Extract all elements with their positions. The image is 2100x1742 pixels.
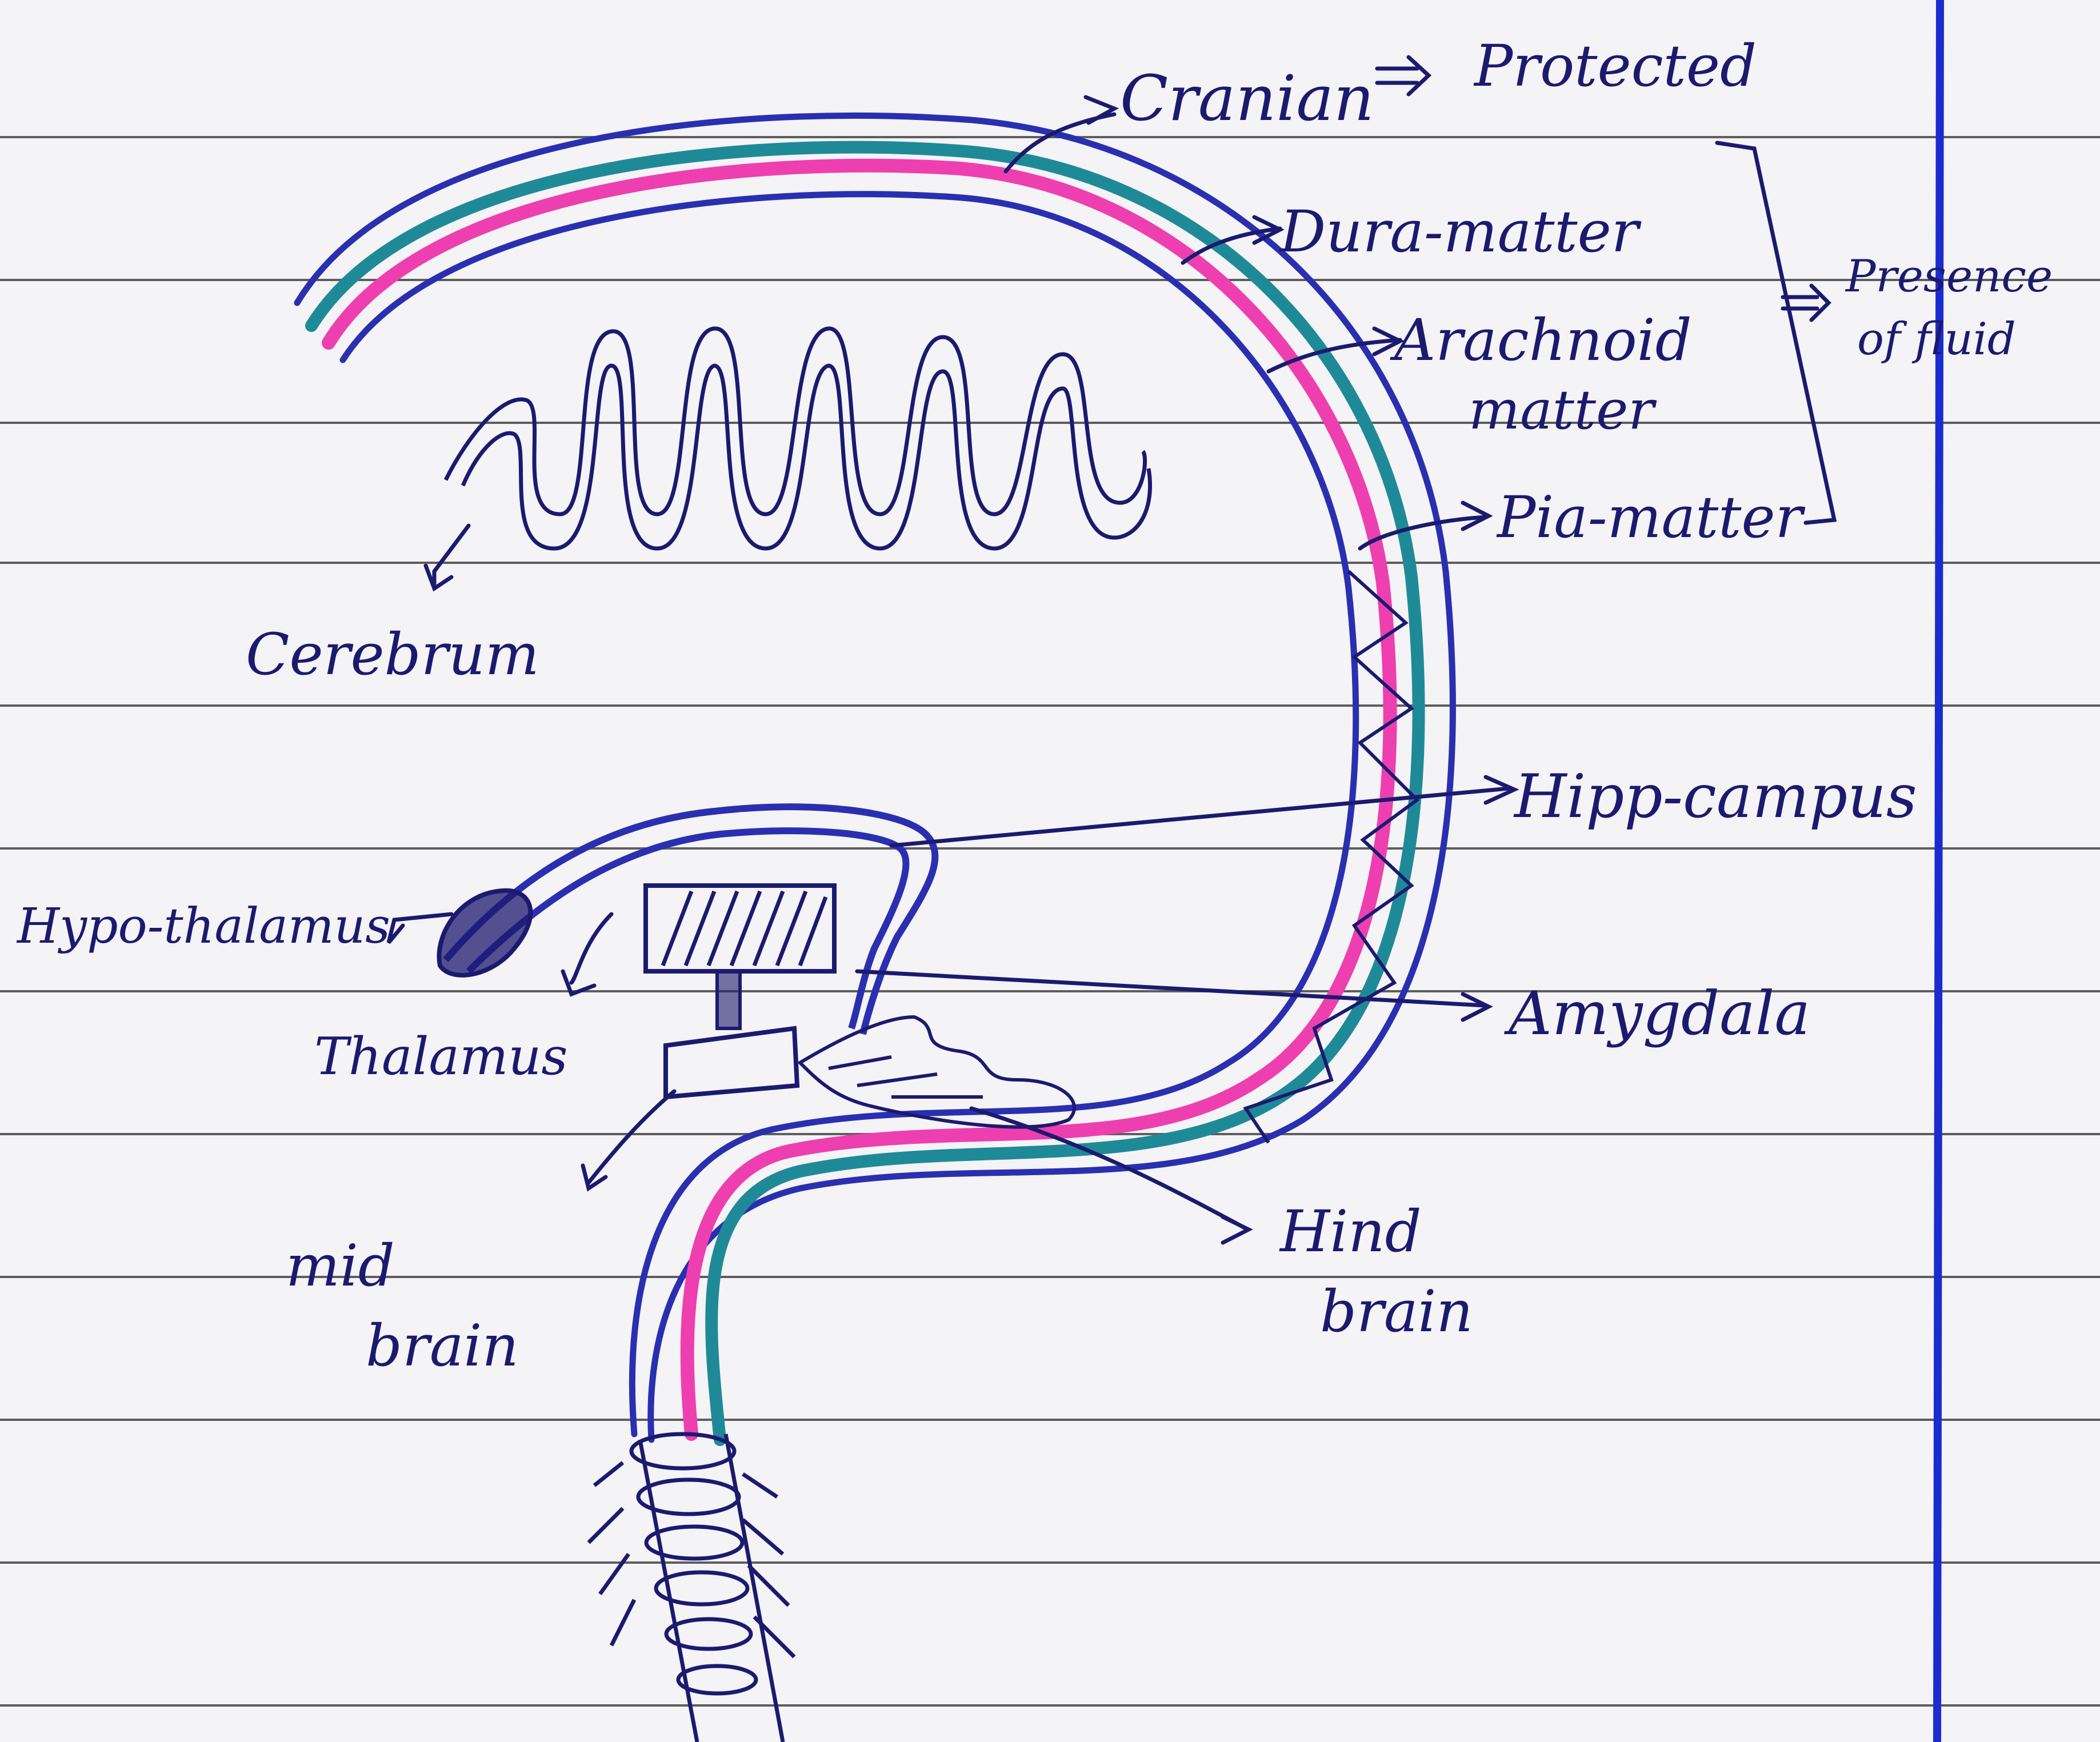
label-arachnoid-1: Arachnoid bbox=[1390, 307, 1692, 374]
label-midbrain-2: brain bbox=[366, 1312, 519, 1379]
label-fluid-1: Presence bbox=[1845, 251, 2053, 302]
label-hippocampus: Hipp-campus bbox=[1513, 762, 1917, 831]
hypothalamus-shape bbox=[439, 891, 530, 975]
label-hindbrain-1: Hind bbox=[1279, 1198, 1422, 1265]
label-dura-matter: Dura-matter bbox=[1279, 198, 1642, 265]
label-hindbrain-2: brain bbox=[1320, 1278, 1473, 1345]
label-protected: Protected bbox=[1473, 33, 1757, 99]
cerebrum-folds bbox=[446, 329, 1150, 548]
label-amygdala: Amygdala bbox=[1504, 979, 1810, 1048]
teal-layer bbox=[311, 147, 1419, 1440]
leader-lines bbox=[389, 114, 1834, 1228]
label-pia-matter: Pia-matter bbox=[1496, 484, 1806, 551]
label-hypothalamus: Hypo-thalamus bbox=[16, 898, 390, 955]
spinal-cord bbox=[589, 1434, 794, 1742]
thalamus-shape bbox=[646, 886, 834, 971]
label-arachnoid-2: matter bbox=[1469, 379, 1657, 442]
label-cerebrum: Cerebrum bbox=[246, 621, 539, 688]
label-cranian: Cranian bbox=[1120, 62, 1374, 135]
brainstem-stalk bbox=[717, 971, 740, 1028]
pink-layer bbox=[329, 166, 1390, 1434]
label-fluid-2: of fluid bbox=[1857, 314, 2016, 365]
thalamus-hatching bbox=[663, 891, 826, 966]
midbrain-shape bbox=[666, 1028, 797, 1097]
label-thalamus: Thalamus bbox=[314, 1027, 568, 1087]
label-midbrain-1: mid bbox=[286, 1232, 395, 1299]
